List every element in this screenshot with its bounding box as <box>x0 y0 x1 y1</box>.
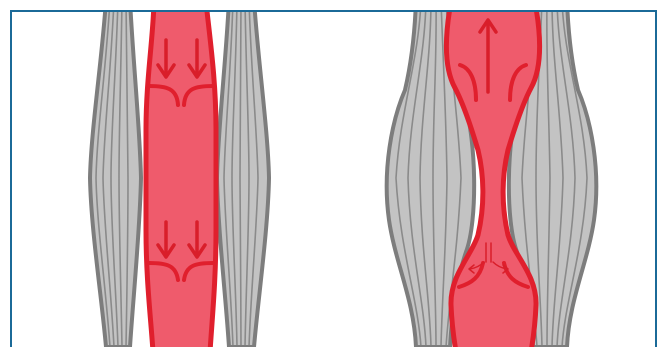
muscle-right-relaxed <box>217 0 269 347</box>
panel-relaxed <box>90 0 269 347</box>
vein-relaxed <box>146 2 216 347</box>
muscle-left-relaxed <box>90 0 141 347</box>
panel-contracted <box>387 0 597 347</box>
